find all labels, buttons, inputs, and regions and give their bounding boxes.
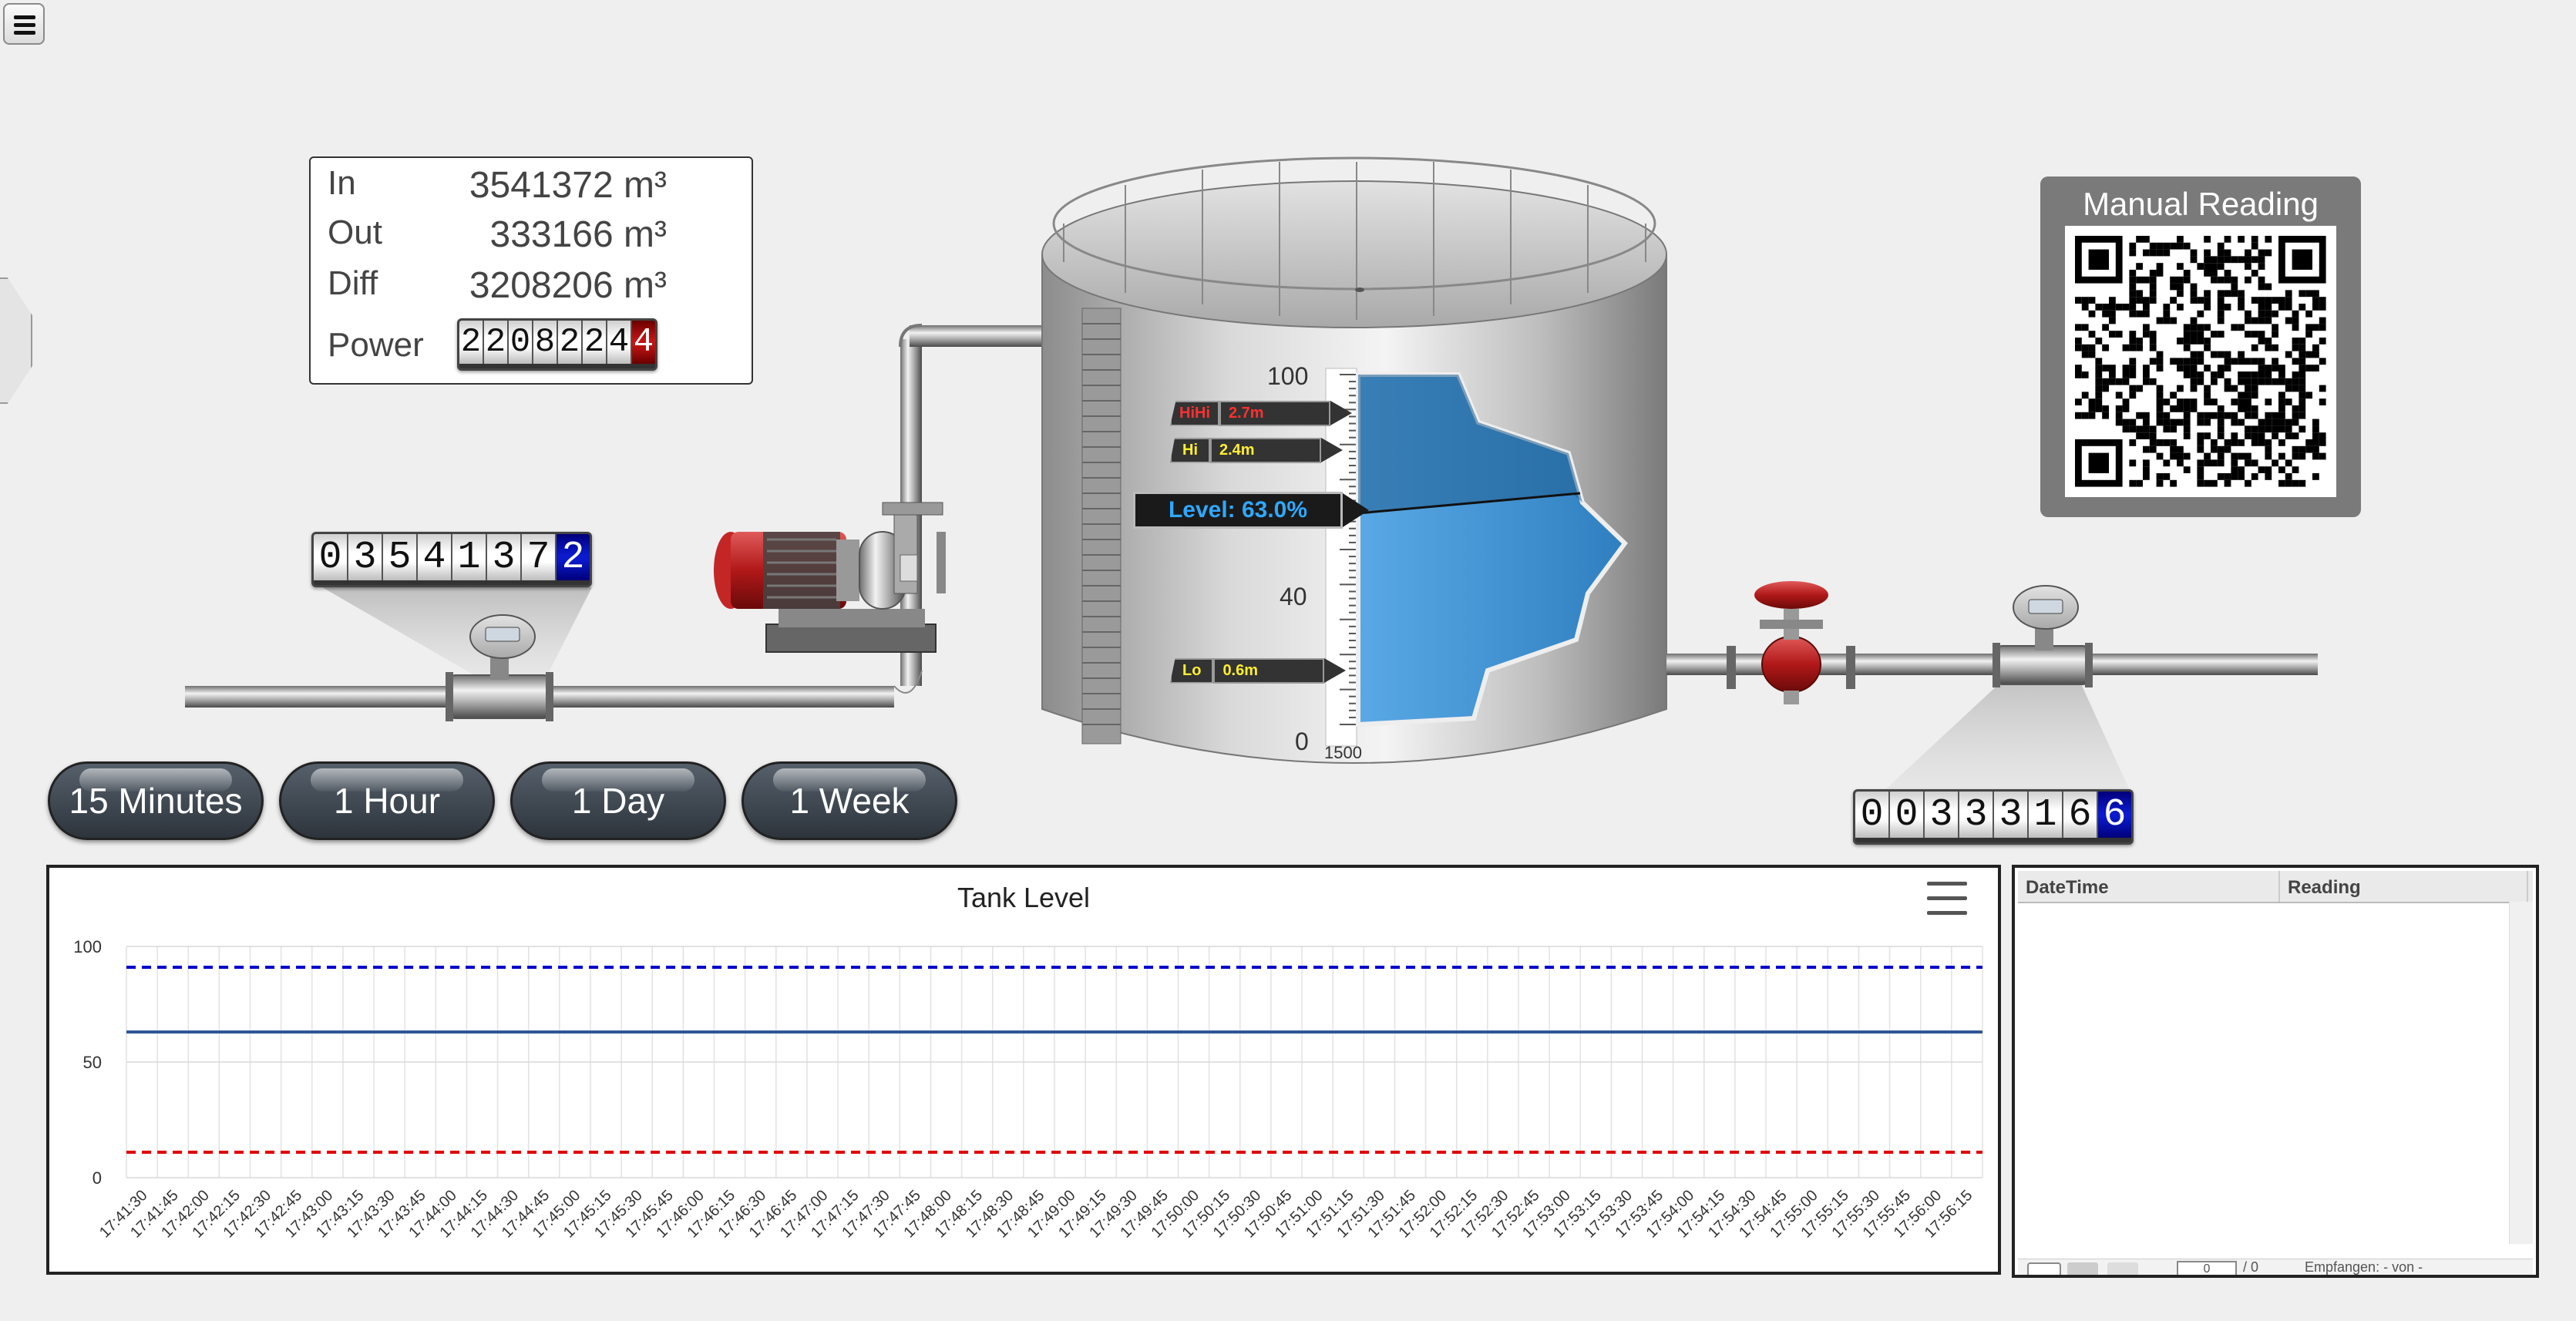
- receive-status: Empfangen: - von -: [2305, 1259, 2423, 1275]
- manual-reading-title: Manual Reading: [2083, 186, 2319, 222]
- in-value: 3541372 m³: [469, 165, 667, 206]
- lo-marker: Lo 0.6m: [1170, 657, 1347, 684]
- y-tick-label: 0: [92, 1168, 102, 1188]
- pump: [714, 502, 946, 653]
- y-tick-label: 100: [73, 937, 102, 956]
- manual-reading-panel[interactable]: Manual Reading: [2040, 176, 2361, 517]
- range-15-minutes-button[interactable]: 15 Minutes: [48, 761, 264, 840]
- menu-button[interactable]: [3, 3, 45, 45]
- counter-digit: 3: [348, 534, 383, 580]
- table-footer: 0 / 0 Empfangen: - von -: [2018, 1259, 2533, 1275]
- scale-label-40: 40: [1280, 583, 1307, 610]
- control-valve: [1727, 581, 1855, 704]
- counter-digit: 4: [632, 321, 655, 364]
- outlet-meter-callout: [1881, 671, 2131, 794]
- download-icon[interactable]: [2107, 1262, 2138, 1275]
- in-label: In: [328, 164, 356, 202]
- qr-code-icon[interactable]: [2065, 226, 2336, 497]
- column-datetime[interactable]: DateTime: [2018, 871, 2280, 902]
- y-tick-label: 50: [83, 1053, 102, 1072]
- counter-digit: 0: [1855, 792, 1890, 838]
- counter-digit: 2: [583, 321, 607, 364]
- scale-label-0: 0: [1295, 728, 1309, 755]
- table-header: DateTime Reading: [2018, 871, 2533, 903]
- counter-digit: 4: [418, 534, 452, 580]
- counter-digit: 3: [487, 534, 522, 580]
- tank-inlet-pipe: [910, 325, 1048, 347]
- chart-title: Tank Level: [957, 882, 1091, 913]
- scale-label-100: 100: [1267, 362, 1309, 390]
- inlet-flow-meter: [446, 614, 553, 721]
- counter-digit: 1: [2029, 792, 2063, 838]
- hi-label: Hi: [1170, 437, 1210, 463]
- level-marker: Level: 63.0%: [1133, 492, 1369, 529]
- range-1-day-button[interactable]: 1 Day: [510, 761, 726, 840]
- search-icon[interactable]: [2027, 1262, 2061, 1275]
- range-1-week-button[interactable]: 1 Week: [742, 761, 957, 840]
- counter-digit: 6: [2098, 792, 2131, 838]
- scale-bottom-label: 1500: [1324, 743, 1362, 762]
- counter-digit: 3: [1994, 792, 2029, 838]
- inlet-meter-callout: [322, 587, 592, 678]
- range-1-hour-button[interactable]: 1 Hour: [279, 761, 495, 840]
- counter-digit: 7: [522, 534, 557, 580]
- counter-digit: 2: [484, 321, 509, 364]
- readings-table: DateTime Reading 0 / 0 Empfangen: - von …: [2012, 865, 2539, 1278]
- counter-digit: 3: [1959, 792, 1994, 838]
- counter-digit: 1: [452, 534, 487, 580]
- storage-tank: [1041, 156, 1667, 764]
- hihi-value: 2.7m: [1219, 400, 1330, 426]
- chart-menu-icon[interactable]: [1927, 882, 1967, 916]
- diff-value: 3208206 m³: [469, 265, 667, 306]
- counter-digit: 6: [2063, 792, 2098, 838]
- out-label: Out: [328, 213, 382, 251]
- lo-value: 0.6m: [1213, 657, 1325, 684]
- lo-label: Lo: [1170, 657, 1214, 684]
- counter-digit: 3: [1925, 792, 1959, 838]
- page-input[interactable]: 0: [2177, 1261, 2237, 1275]
- flow-stats-panel: In 3541372 m³ Out 333166 m³ Diff 3208206…: [309, 156, 753, 385]
- level-readout: Level: 63.0%: [1133, 492, 1343, 529]
- power-label: Power: [328, 326, 424, 364]
- stop-icon[interactable]: [2067, 1262, 2098, 1275]
- hi-marker: Hi 2.4m: [1170, 437, 1343, 463]
- hihi-marker: HiHi 2.7m: [1170, 400, 1352, 426]
- counter-digit: 5: [383, 534, 418, 580]
- diff-label: Diff: [328, 264, 378, 302]
- page-total: / 0: [2243, 1259, 2259, 1275]
- out-value: 333166 m³: [489, 214, 667, 255]
- counter-digit: 0: [314, 534, 348, 580]
- hihi-label: HiHi: [1170, 400, 1219, 426]
- outlet-flow-meter: [1993, 585, 2093, 687]
- counter-digit: 2: [557, 534, 590, 580]
- counter-digit: 8: [533, 321, 558, 364]
- hi-value: 2.4m: [1210, 437, 1321, 463]
- chart-plot: 05010017:41:3017:41:4517:42:0017:42:1517…: [73, 937, 1983, 1242]
- counter-digit: 0: [509, 321, 533, 364]
- counter-digit: 2: [459, 321, 484, 364]
- counter-digit: 2: [558, 321, 583, 364]
- table-scrollbar[interactable]: [2509, 902, 2533, 1244]
- column-reading[interactable]: Reading: [2280, 871, 2528, 902]
- counter-digit: 4: [607, 321, 632, 364]
- counter-digit: 0: [1890, 792, 1925, 838]
